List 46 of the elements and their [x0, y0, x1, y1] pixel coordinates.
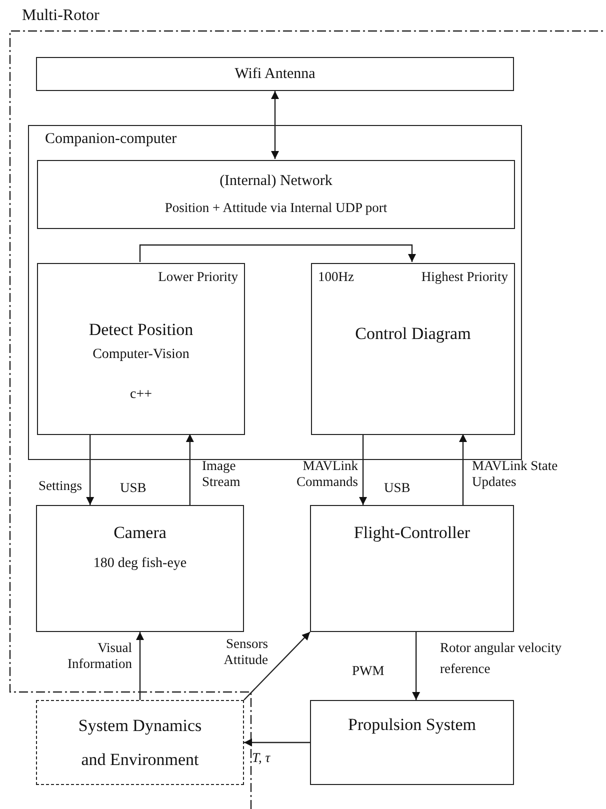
edge-label: MAVLink State Updates: [472, 458, 559, 490]
process-box: [36, 57, 514, 91]
interface-label: USB: [384, 479, 412, 497]
node-text: Computer-Vision: [92, 347, 190, 364]
process-box: [311, 263, 515, 435]
arrow: [271, 91, 279, 159]
arrow: [244, 632, 310, 700]
node-text: 180 deg fish-eye: [92, 556, 188, 573]
edge-label: MAVLink Commands: [295, 458, 358, 490]
arrow: [136, 632, 144, 700]
edge-label: PWM: [352, 663, 384, 680]
arrow: [359, 434, 368, 505]
interface-label: USB: [120, 479, 148, 497]
process-box: [310, 505, 514, 632]
arrow: [139, 244, 416, 262]
node-text: Detect Position: [88, 320, 194, 340]
node-title: Flight-Controller: [352, 523, 472, 544]
node-text: Highest Priority: [421, 269, 508, 286]
node-title: Camera: [112, 523, 168, 544]
group-box: [28, 125, 522, 460]
node-title: Lower Priority: [158, 269, 238, 286]
arrow: [86, 434, 94, 505]
node-text: Position + Attitude via Internal UDP port: [164, 200, 388, 216]
arrow: [186, 434, 194, 505]
node-title: Propulsion System: [347, 715, 477, 736]
edge-label: Settings: [37, 478, 82, 494]
node-title: Multi-Rotor: [22, 6, 100, 26]
arrow: [412, 632, 420, 700]
node-title: Companion-computer: [45, 130, 177, 148]
edge-label: T, τ: [252, 750, 270, 766]
edge-label: Visual Information: [66, 640, 132, 672]
node-title: (Internal) Network: [218, 172, 334, 190]
arrow: [244, 738, 310, 746]
node-title: 100Hz: [318, 269, 354, 286]
interface-label: Rotor angular velocity reference: [440, 639, 562, 678]
process-box: [37, 160, 515, 229]
node-text: c++: [128, 387, 153, 404]
node-title: System Dynamics and Environment: [77, 715, 203, 771]
process-box: [37, 263, 245, 435]
arrow: [459, 434, 467, 505]
edge-label: Image Stream: [202, 458, 242, 490]
process-box: [36, 505, 244, 632]
node-text: Control Diagram: [354, 324, 472, 344]
process-box: [310, 700, 514, 785]
node-title: Wifi Antenna: [234, 65, 316, 83]
edge-label: Sensors Attitude: [222, 636, 268, 668]
